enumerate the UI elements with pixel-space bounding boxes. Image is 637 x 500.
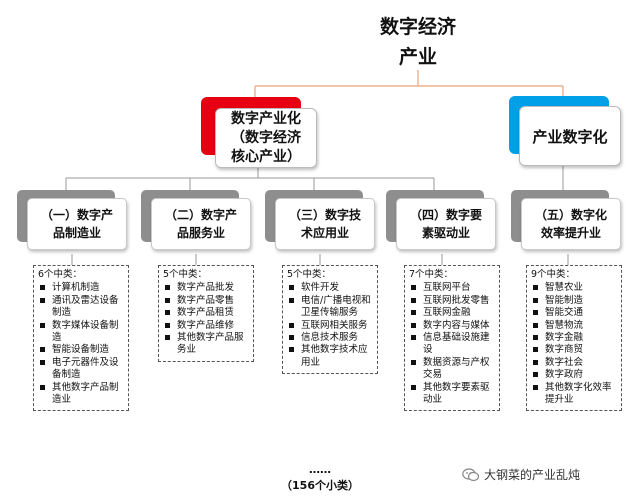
label-line: 产业数字化 [532, 127, 608, 146]
subcategory-count: 7个中类： [409, 269, 454, 280]
list-item: 通讯及雷达设备制造 [38, 295, 125, 320]
list-item: 智能交通 [531, 307, 618, 319]
list-item: 数字金融 [531, 332, 618, 344]
list-item: 电信/广播电视和卫星传输服务 [287, 295, 374, 320]
category-label: （三）数字技术应用业 [275, 198, 375, 250]
list-item: 数字政府 [531, 369, 618, 381]
list-item: 数据资源与产权交易 [409, 357, 496, 382]
label-line: 术应用业 [300, 226, 349, 240]
list-item: 互联网金融 [409, 307, 496, 319]
list-item: 数字产品租赁 [163, 307, 250, 319]
subcategory-count: 9个中类： [531, 269, 576, 280]
list-item: 数字社会 [531, 357, 618, 369]
label-line: 素驱动业 [421, 226, 470, 240]
list-item: 电子元器件及设备制造 [38, 357, 125, 382]
category-box-4: （四）数字要素驱动业 [386, 190, 496, 250]
list-item: 互联网批发零售 [409, 295, 496, 307]
category-label: （二）数字产品服务业 [151, 198, 251, 250]
list-item: 数字产品零售 [163, 295, 250, 307]
label-line: （三）数字技 [288, 208, 361, 222]
category-label: （一）数字产品制造业 [27, 198, 127, 250]
footer-total-count: （156个小类） [281, 479, 359, 492]
list-item: 数字内容与媒体 [409, 320, 496, 332]
category-box-5: （五）数字化效率提升业 [511, 190, 621, 250]
subcategory-list-1: 6个中类： 计算机制造 通讯及雷达设备制造 数字媒体设备制造 智能设备制造 电子… [33, 265, 129, 412]
label-line: （二）数字产 [164, 208, 237, 222]
list-item: 其他数字技术应用业 [287, 344, 374, 369]
root-title-line2: 产业 [398, 46, 437, 68]
subcategory-count: 5个中类： [163, 269, 208, 280]
list-item: 数字媒体设备制造 [38, 320, 125, 345]
list-item: 其他数字化效率提升业 [531, 382, 618, 407]
subcategory-list-4: 7个中类： 互联网平台 互联网批发零售 互联网金融 数字内容与媒体 信息基础设施… [404, 265, 500, 412]
list-item: 智慧物流 [531, 320, 618, 332]
list-item: 信息基础设施建设 [409, 332, 496, 357]
category-label: （五）数字化效率提升业 [521, 198, 621, 250]
list-item: 互联网相关服务 [287, 320, 374, 332]
label-line: 核心产业） [231, 148, 301, 165]
subcategory-list-2: 5个中类： 数字产品批发 数字产品零售 数字产品租赁 数字产品维修 其他数字产品… [158, 265, 254, 362]
category-box-1: （一）数字产品制造业 [17, 190, 127, 250]
list-item: 智能制造 [531, 295, 618, 307]
subcategory-count: 6个中类： [38, 269, 83, 280]
wechat-icon [462, 467, 480, 482]
label-line: 数字产业化 [231, 110, 301, 127]
subcategory-count: 5个中类： [287, 269, 332, 280]
label-line: 效率提升业 [540, 226, 601, 240]
list-item: 计算机制造 [38, 282, 125, 294]
list-item: 其他数字产品制造业 [38, 382, 125, 407]
list-item: 智慧农业 [531, 282, 618, 294]
label-line: 品制造业 [52, 226, 101, 240]
category-box-3: （三）数字技术应用业 [265, 190, 375, 250]
list-item: 数字产品批发 [163, 282, 250, 294]
box-digital-industrialization-label: 数字产业化 （数字经济 核心产业） [215, 108, 317, 168]
list-item: 其他数字产品服务业 [163, 332, 250, 357]
list-item: 数字商贸 [531, 344, 618, 356]
subcategory-list-5: 9个中类： 智慧农业 智能制造 智能交通 智慧物流 数字金融 数字商贸 数字社会… [526, 265, 622, 412]
list-item: 软件开发 [287, 282, 374, 294]
category-box-2: （二）数字产品服务业 [141, 190, 251, 250]
subcategory-list-3: 5个中类： 软件开发 电信/广播电视和卫星传输服务 互联网相关服务 信息技术服务… [282, 265, 378, 375]
box-industrial-digitization: 产业数字化 [509, 96, 621, 166]
box-industrial-digitization-label: 产业数字化 [519, 106, 621, 166]
watermark: 大钢菜的产业乱炖 [462, 466, 580, 483]
category-label: （四）数字要素驱动业 [396, 198, 496, 250]
label-line: 品服务业 [176, 226, 225, 240]
label-line: （数字经济 [231, 129, 301, 146]
label-line: （五）数字化 [534, 208, 607, 222]
watermark-text: 大钢菜的产业乱炖 [484, 468, 581, 482]
box-digital-industrialization: 数字产业化 （数字经济 核心产业） [201, 97, 317, 168]
footer-ellipsis: …… [309, 463, 331, 476]
label-line: （一）数字产 [40, 208, 113, 222]
label-line: （四）数字要 [409, 208, 482, 222]
list-item: 互联网平台 [409, 282, 496, 294]
list-item: 其他数字要素驱动业 [409, 382, 496, 407]
root-title: 数字经济 产业 [348, 12, 488, 72]
root-title-line1: 数字经济 [379, 16, 456, 38]
list-item: 智能设备制造 [38, 344, 125, 356]
list-item: 数字产品维修 [163, 320, 250, 332]
list-item: 信息技术服务 [287, 332, 374, 344]
